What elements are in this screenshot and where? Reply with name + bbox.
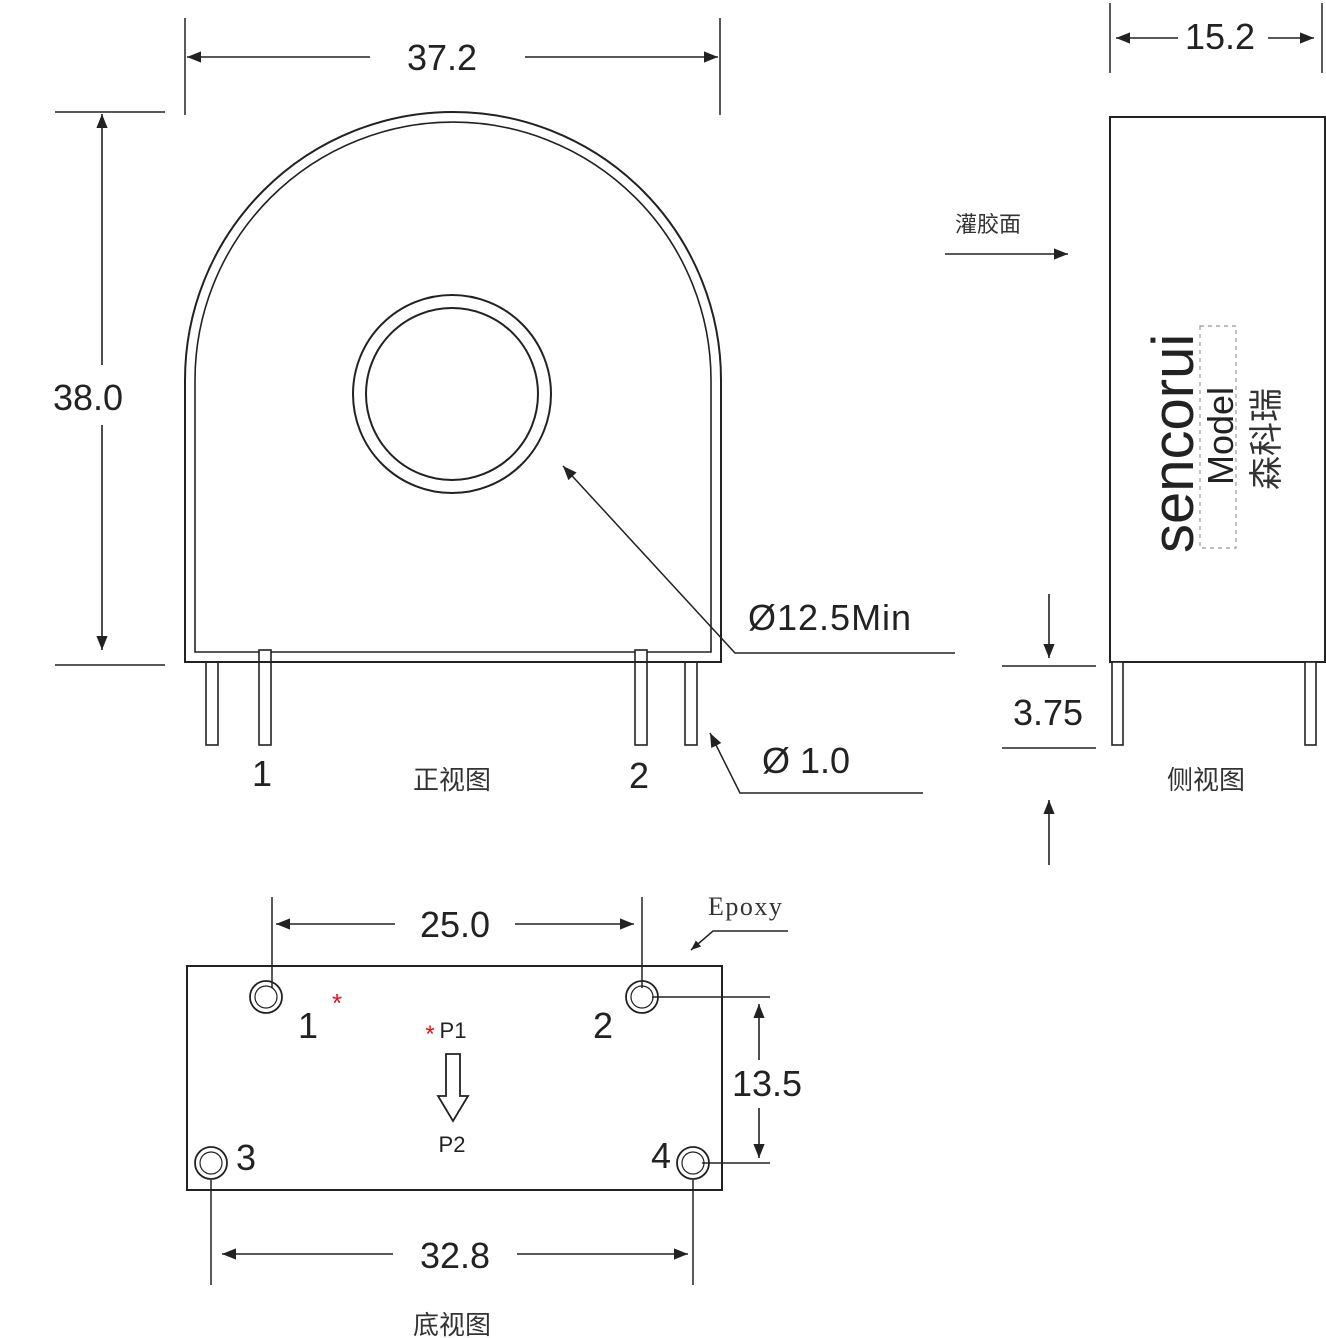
side-view: 15.2 灌胶面 sencorui Model 森科瑞 3.75 侧视图 xyxy=(945,3,1326,865)
front-pin-label-1: 1 xyxy=(252,753,272,794)
front-body-inner xyxy=(194,121,712,653)
brand-logo-text: sencorui xyxy=(1141,334,1206,553)
front-body-outer xyxy=(184,111,722,663)
bottom-view: 25.0 Epoxy 13.5 32.8 1 * 2 3 4 * P1 P2 底… xyxy=(186,892,802,1338)
model-box xyxy=(1199,325,1237,549)
side-width-dimension: 15.2 xyxy=(1185,16,1255,57)
p2-label: P2 xyxy=(439,1132,466,1157)
bottom-pin-3 xyxy=(194,1146,228,1180)
p1-label: P1 xyxy=(440,1018,467,1043)
bottom-view-caption: 底视图 xyxy=(413,1311,491,1338)
bottom-pin-3-inner xyxy=(199,1151,223,1175)
front-view-caption: 正视图 xyxy=(413,766,491,796)
chinese-brand-label: 森科瑞 xyxy=(1247,388,1287,490)
front-pin xyxy=(634,649,648,746)
bottom-pin-4-inner xyxy=(681,1151,705,1175)
bottom-pin-1 xyxy=(249,980,283,1014)
bottom-pin-label-2: 2 xyxy=(593,1005,613,1046)
side-pin xyxy=(1304,661,1317,746)
side-view-caption: 侧视图 xyxy=(1167,766,1245,796)
center-hole-outer xyxy=(352,294,552,494)
front-pin-label-2: 2 xyxy=(629,755,649,796)
side-pin xyxy=(1111,661,1124,746)
epoxy-label: Epoxy xyxy=(708,892,783,921)
front-height-dimension: 38.0 xyxy=(53,377,123,418)
hole-leader-line xyxy=(562,465,955,654)
bottom-pin-2-inner xyxy=(630,985,654,1009)
model-label: Model xyxy=(1200,387,1241,485)
bottom-pin-label-1: 1 xyxy=(298,1005,318,1046)
row-spacing-dimension: 13.5 xyxy=(732,1063,802,1104)
epoxy-leader-line xyxy=(690,930,788,951)
bottom-pin-label-4: 4 xyxy=(651,1135,671,1176)
bottom-pin-label-3: 3 xyxy=(236,1137,256,1178)
bottom-pin-spacing-dimension: 32.8 xyxy=(420,1235,490,1276)
front-pin xyxy=(205,661,219,746)
hole-diameter-dimension: Ø12.5Min xyxy=(748,597,912,638)
center-hole-inner xyxy=(365,307,539,481)
front-pin xyxy=(684,661,698,746)
p1-polarity-mark: * xyxy=(425,1021,434,1048)
front-pin xyxy=(258,649,272,746)
pin-length-dimension: 3.75 xyxy=(1013,692,1083,733)
top-pin-spacing-dimension: 25.0 xyxy=(420,904,490,945)
polarity-mark: * xyxy=(332,988,342,1018)
pin-leader-line xyxy=(709,732,923,794)
bottom-pin-1-inner xyxy=(254,985,278,1009)
potting-surface-label: 灌胶面 xyxy=(955,213,1021,238)
side-body xyxy=(1109,116,1326,663)
current-direction-arrow-icon xyxy=(436,1053,470,1123)
bottom-body xyxy=(186,965,723,1191)
pin-diameter-dimension: Ø 1.0 xyxy=(762,740,850,781)
front-width-dimension: 37.2 xyxy=(407,37,477,78)
front-view: 37.2 38.0 Ø12.5Min Ø 1.0 1 2 正视图 xyxy=(53,18,955,796)
